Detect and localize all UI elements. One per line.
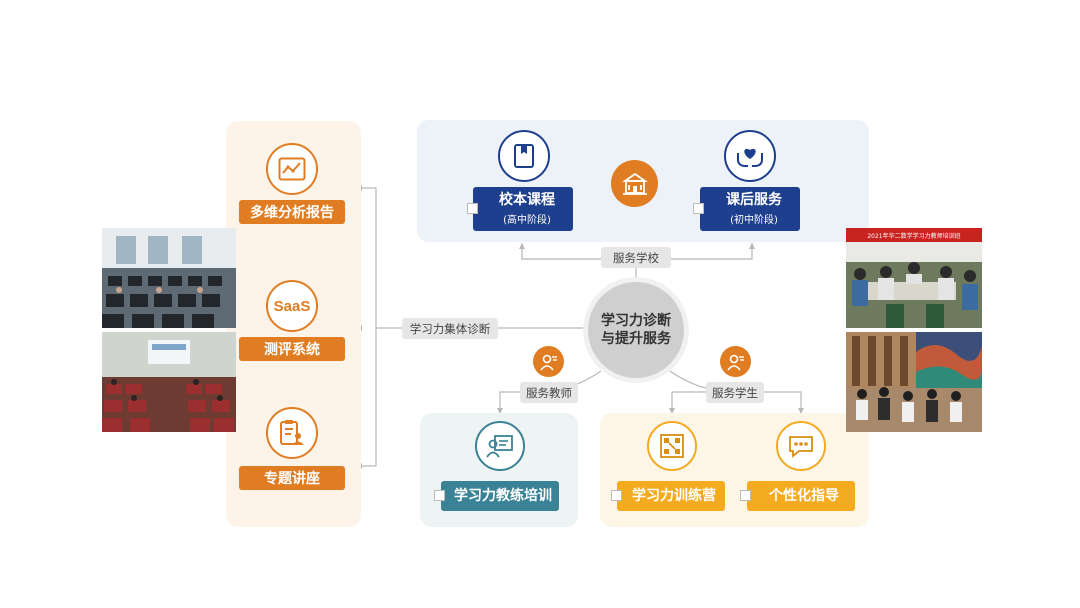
clipboard-user-icon (266, 407, 318, 459)
book-icon (498, 130, 550, 182)
presentation-person-icon (475, 421, 525, 471)
grid-corners-icon (647, 421, 697, 471)
teacher-icon (533, 346, 564, 377)
discussion-photo (846, 332, 982, 432)
left-item-report: 多维分析报告 (239, 200, 345, 224)
auditorium-photo (102, 332, 236, 432)
coach-training-item: 学习力教练培训 (441, 481, 559, 511)
center-node: 学习力诊断 与提升服务 (588, 282, 684, 378)
student-icon (720, 346, 751, 377)
computer-lab-photo (102, 228, 236, 328)
workshop-photo: 2021年华二数学学习力教师培训班 (846, 228, 982, 328)
chat-bubble-icon (776, 421, 826, 471)
heart-hands-icon (724, 130, 776, 182)
training-camp-checkbox[interactable] (611, 490, 622, 501)
school-building-icon (611, 160, 658, 207)
personal-guidance-checkbox[interactable] (740, 490, 751, 501)
collective-diagnosis-tag: 学习力集体诊断 (402, 318, 498, 339)
serve-student-tag: 服务学生 (706, 382, 764, 403)
left-item-lecture: 专题讲座 (239, 466, 345, 490)
training-camp-item: 学习力训练营 (617, 481, 725, 511)
serve-teacher-tag: 服务教师 (520, 382, 578, 403)
after-school-item: 课后服务 (初中阶段) (700, 187, 800, 231)
course-item: 校本课程 (高中阶段) (473, 187, 573, 231)
saas-icon: SaaS (266, 280, 318, 332)
personal-guidance-item: 个性化指导 (747, 481, 855, 511)
course-checkbox[interactable] (467, 203, 478, 214)
chart-report-icon (266, 143, 318, 195)
after-school-checkbox[interactable] (693, 203, 704, 214)
coach-training-checkbox[interactable] (434, 490, 445, 501)
left-item-system: 测评系统 (239, 337, 345, 361)
serve-school-tag: 服务学校 (601, 247, 671, 268)
workshop-banner-text: 2021年华二数学学习力教师培训班 (867, 232, 961, 240)
